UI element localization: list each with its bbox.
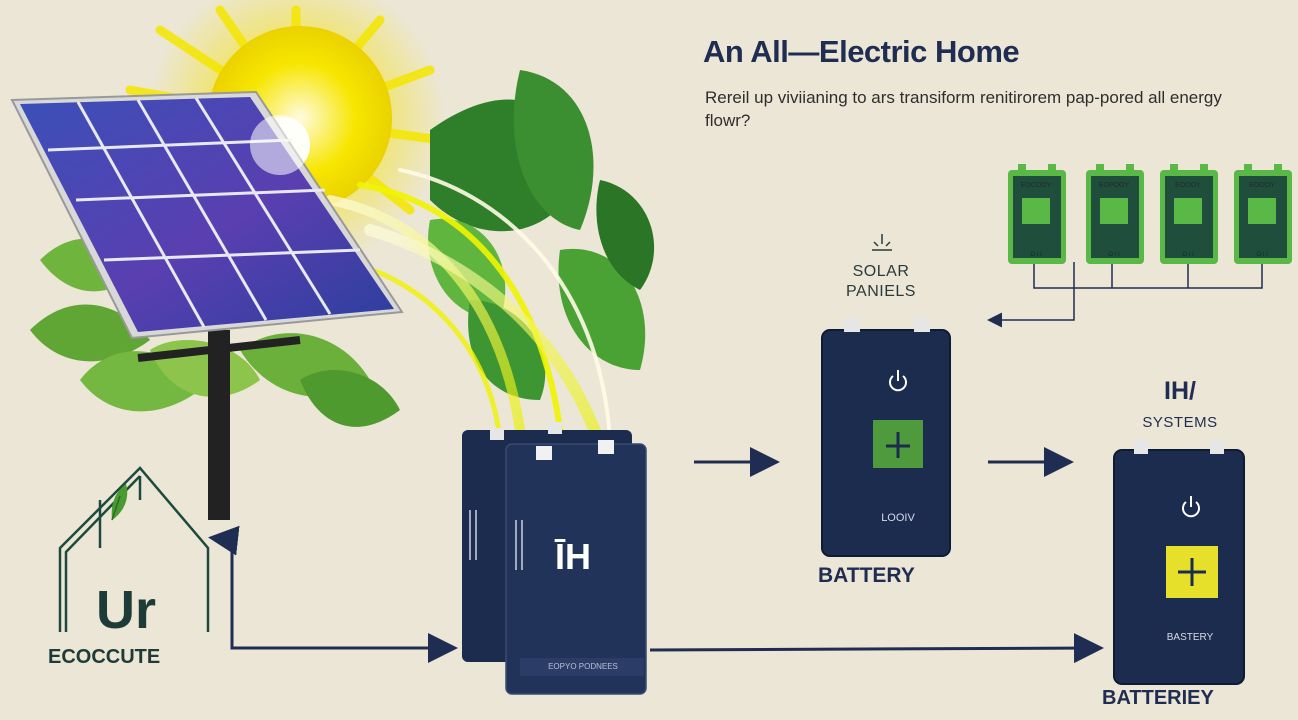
mini-battery-top-label: EOCOOY <box>1020 182 1052 189</box>
systems-label: SYSTEMS <box>1142 414 1218 431</box>
solar-panels-label: SOLAR PANIELS <box>846 263 916 300</box>
mini-battery-bottom-label: O I I <box>1030 252 1042 258</box>
house-letters: Ur <box>96 580 156 640</box>
middle-battery-small-label: LOOIV <box>881 512 915 524</box>
central-battery-text: ĪH <box>555 536 591 577</box>
ih-label: IH/ <box>1164 377 1196 405</box>
solar-panel-icon <box>10 90 404 520</box>
mini-batteries <box>1008 164 1292 264</box>
power-icon <box>889 370 907 392</box>
right-battery-small-label: BASTERY <box>1166 632 1214 643</box>
flow-arrows <box>208 262 1263 664</box>
mini-battery-top-label: EOPOOY <box>1098 182 1130 189</box>
mini-battery-bottom-label: O I I <box>1182 252 1194 258</box>
central-battery-footer: EOPYO PODNEES <box>548 662 618 671</box>
middle-battery <box>821 318 951 557</box>
battery-label-right: BATTERIEY <box>1102 687 1214 709</box>
leaf-icon <box>111 484 128 521</box>
mini-battery-top-label: EOOOY <box>1175 182 1201 189</box>
mini-battery-top-label: EOOOY <box>1249 182 1275 189</box>
mini-battery-bottom-label: O I I <box>1108 252 1120 258</box>
mini-battery-bottom-label: O I I <box>1256 252 1268 258</box>
page-title: An All—Electric Home <box>703 34 1020 69</box>
right-battery <box>1113 440 1245 685</box>
central-battery <box>462 422 647 695</box>
sparkle-icon <box>872 234 892 251</box>
battery-label-middle: BATTERY <box>818 564 915 587</box>
ecocute-label: ECOCCUTE <box>48 646 161 668</box>
page-subtitle: Rereil up viviianing to ars transiform r… <box>705 88 1222 130</box>
plus-icon <box>886 432 910 458</box>
